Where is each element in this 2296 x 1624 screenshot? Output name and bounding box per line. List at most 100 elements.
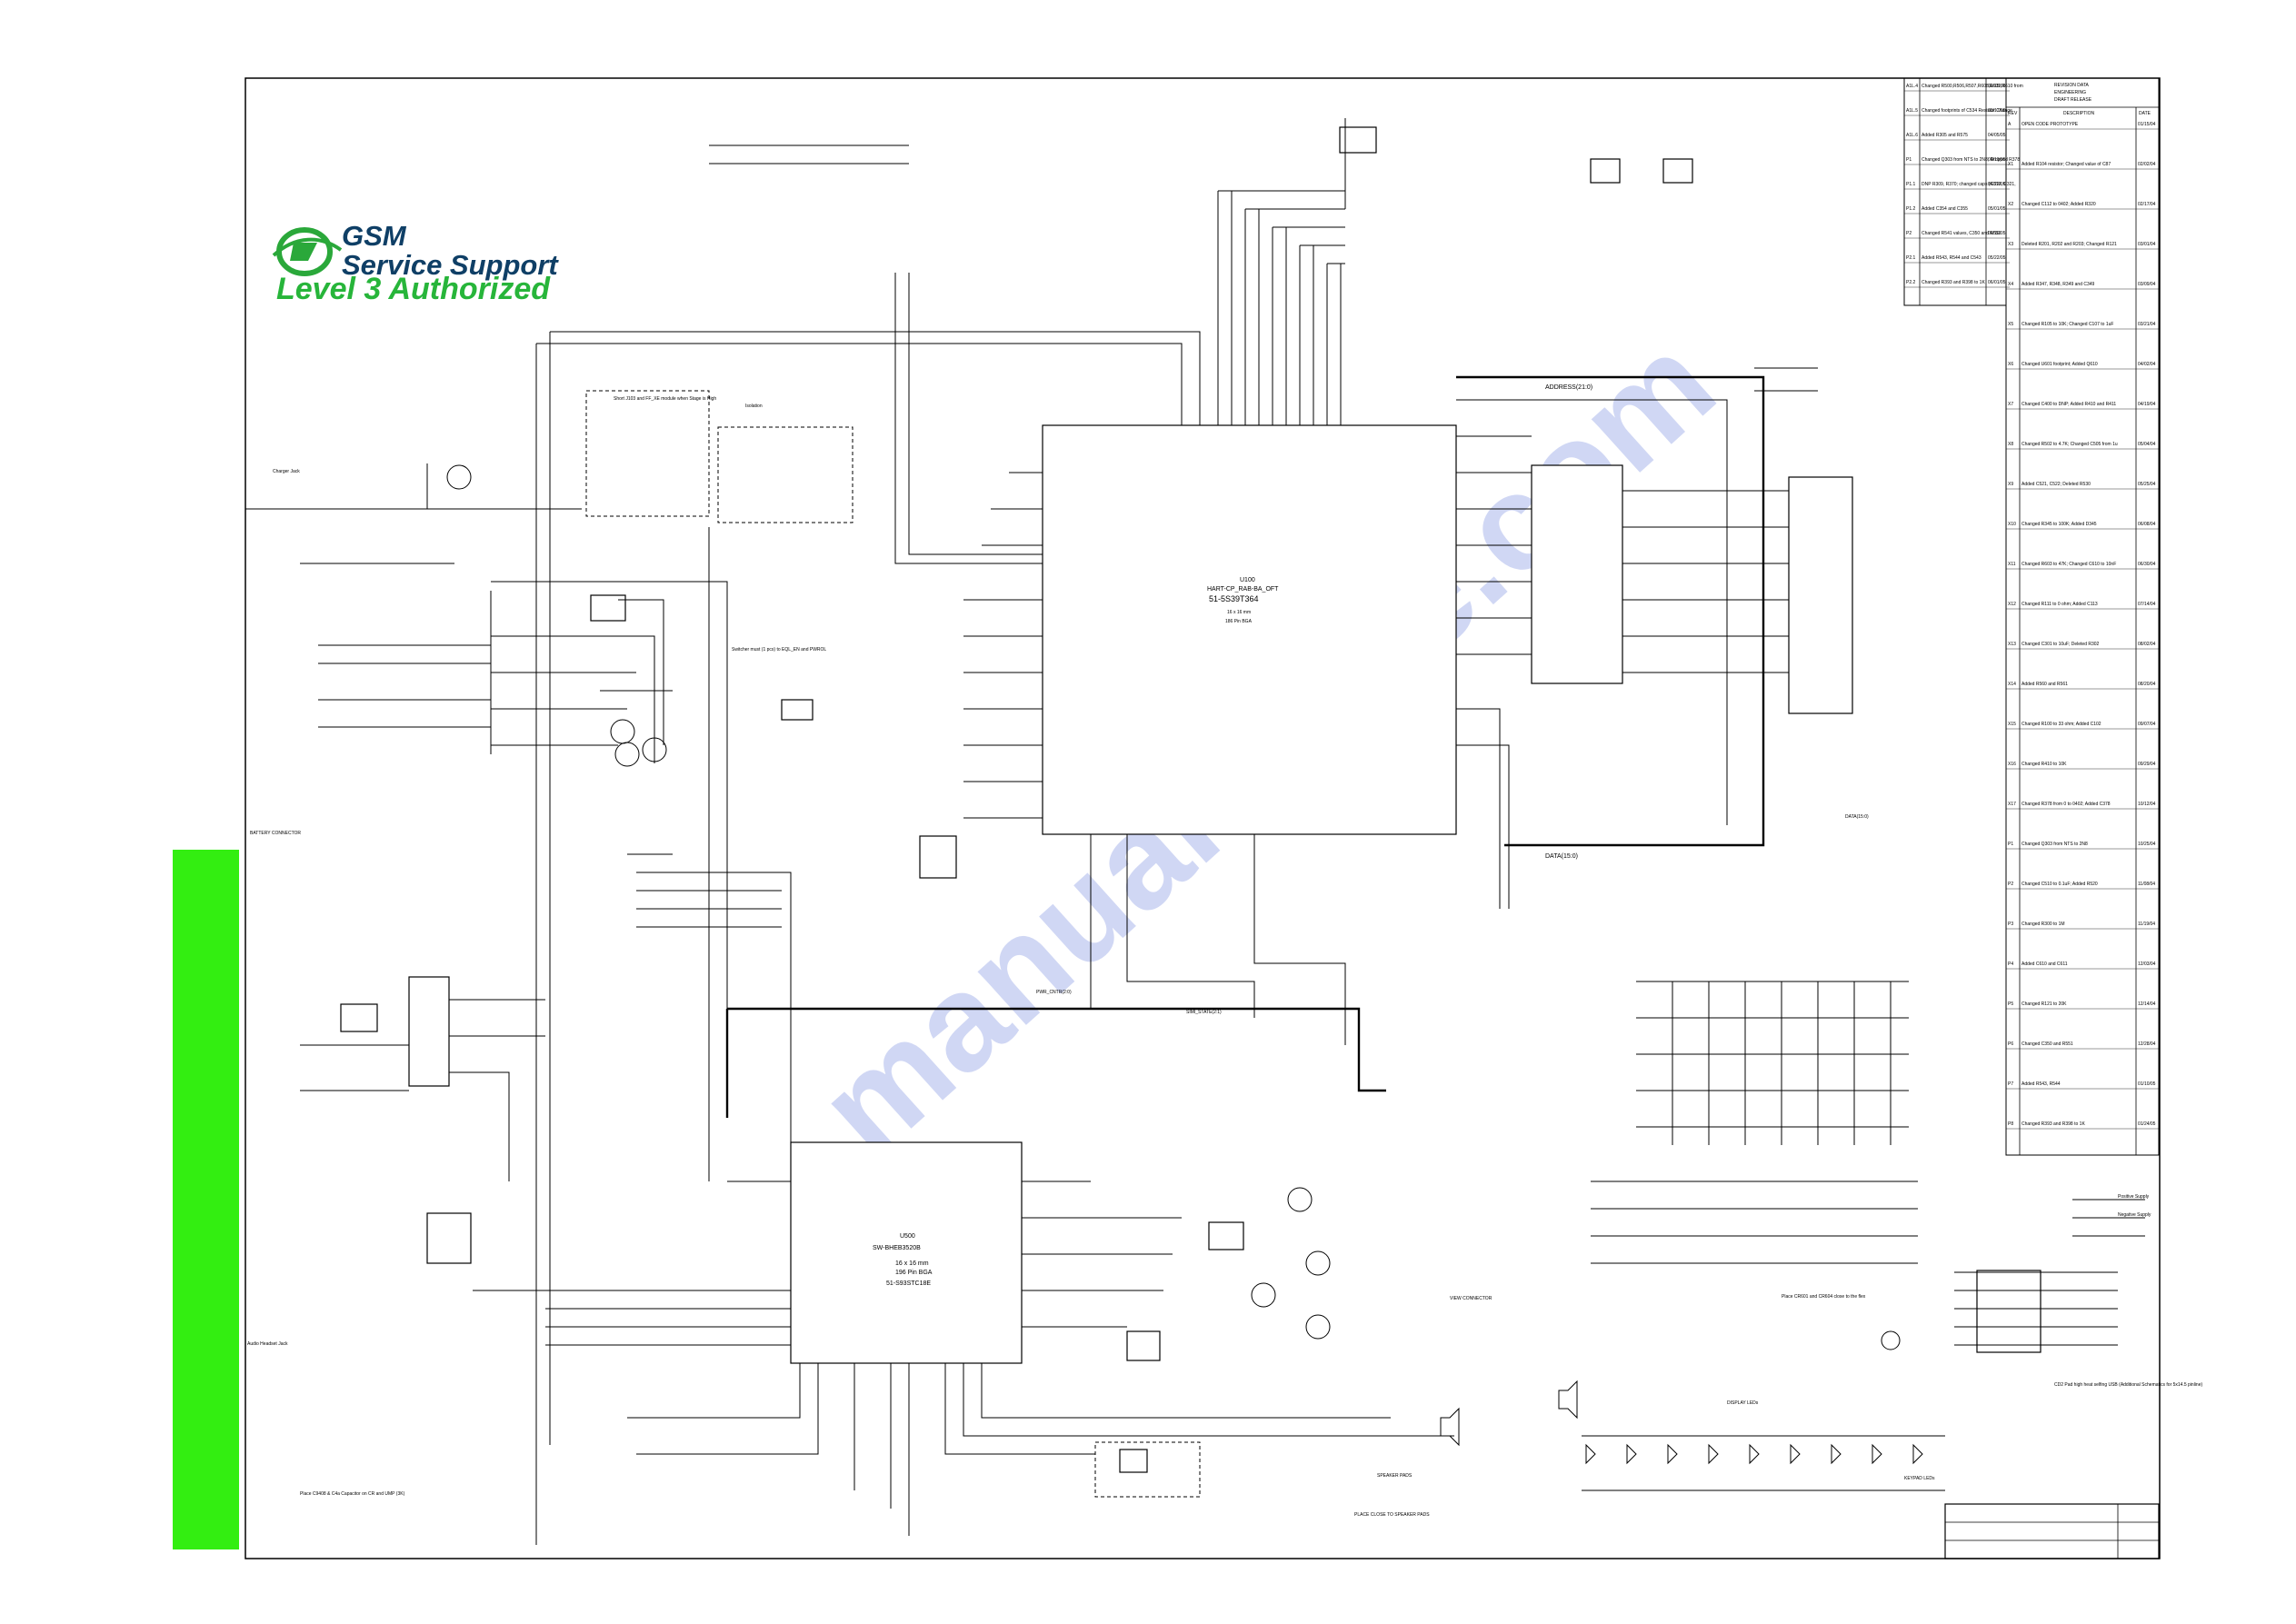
revision-description: Changed R100 to 33 ohm; Added C102: [2021, 722, 2101, 727]
revision-rev: P6: [2008, 1041, 2013, 1047]
ic-small-b: [781, 699, 814, 721]
revision-date: 06/30/04: [2138, 562, 2156, 567]
revision-description: Changed R541 values, C350 and R551: [1922, 231, 2002, 236]
revision-description: DNP R309, R370; changed caps (C310, C321…: [1922, 182, 2016, 187]
revision-rev: P2: [2008, 882, 2013, 887]
revision-rev: X16: [2008, 762, 2016, 767]
ic-u100: U100 HART-CP_RAB-BA_OFT 51-5S39T364 16 x…: [1042, 424, 1457, 835]
revision-description: Added R347, R348, R349 and C349: [2021, 282, 2095, 287]
display-leds: DISPLAY LEDs KEYPAD LEDs: [1585, 1400, 1935, 1481]
rev-title-3: DRAFT RELEASE: [2054, 97, 2092, 103]
revision-date: 04/19/04: [2138, 402, 2156, 407]
revision-description: Added R305 and R575: [1922, 133, 1968, 138]
ic-small-g: [1208, 1221, 1244, 1250]
u100-pins: 186 Pin BGA: [1225, 619, 1253, 624]
u100-pn: 51-5S39T364: [1209, 594, 1259, 603]
revision-rev: X7: [2008, 402, 2013, 407]
rev-col-date: DATE: [2139, 111, 2151, 116]
revision-date: 04/02/04: [2138, 362, 2156, 367]
address-bus: [1456, 375, 1765, 847]
revision-date: 08/20/04: [2138, 682, 2156, 687]
revision-description: Changed footprints of C534 Resistor Chan…: [1922, 108, 2012, 114]
u100-size: 16 x 16 mm: [1227, 610, 1251, 615]
ic-small-d: [408, 976, 450, 1087]
rev-title-2: ENGINEERING: [2054, 90, 2086, 95]
revision-description: Changed R393 and R398 to 1K: [2021, 1121, 2085, 1127]
revision-date: 02/02/04: [2138, 162, 2156, 167]
revision-description: Added C610 and C611: [2021, 961, 2068, 967]
globe-icon: [272, 227, 343, 276]
revision-date: 01/10/05: [2138, 1081, 2156, 1087]
revision-rev: P2: [1906, 231, 1912, 236]
revision-date: 05/10/05: [1988, 231, 2006, 236]
ic-small-i: [1590, 158, 1621, 184]
revision-rev: X15: [2008, 722, 2016, 727]
ic-memory-1: [1531, 464, 1623, 684]
revision-description: Changed R393 and R398 to 1K: [1922, 280, 1985, 285]
revision-date: 11/19/04: [2138, 922, 2155, 927]
revision-date: 01/24/05: [2138, 1121, 2156, 1127]
revision-description: Changed R378 from 0 to 0402; Added C378: [2021, 802, 2111, 807]
revision-description: Changed C350 and R551: [2021, 1041, 2073, 1047]
rev-col-desc: DESCRIPTION: [2063, 111, 2095, 116]
wiring: [245, 118, 2145, 1545]
u500-part: SW-BHEB3520B: [873, 1245, 921, 1251]
revision-date: 12/03/04: [2138, 961, 2156, 967]
revision-rev: X1: [2008, 162, 2013, 167]
label-display-leds: DISPLAY LEDs: [1727, 1400, 1759, 1406]
revision-date: 03/17/05: [1988, 108, 2006, 114]
revision-rev: X6: [2008, 362, 2013, 367]
rev-col-rev: REV: [2008, 111, 2018, 116]
revision-rev: P8: [2008, 1121, 2013, 1127]
revision-description: Added R543, R544 and C543: [1922, 255, 1982, 261]
revision-date: 01/15/04: [2138, 122, 2156, 127]
revision-date: 05/04/04: [2138, 442, 2156, 447]
ic-small-k: [1339, 126, 1377, 154]
revision-description: Changed Q303 from NTS to 2N8: [2021, 842, 2088, 847]
data-bus-1: [727, 1007, 1386, 1092]
revision-rev: X9: [2008, 482, 2013, 487]
bus-data-right: DATA(15:0): [1845, 814, 1869, 820]
revision-description: Changed C301 to 10uF; Deleted R302: [2021, 642, 2100, 647]
revision-description: Added C521, C522; Deleted R530: [2021, 482, 2091, 487]
bus-pwr2: SIMI_STATE(2:1): [1186, 1010, 1222, 1015]
ic-small-a: [590, 594, 626, 622]
revision-description: Changed U601 footprint; Added Q610: [2021, 362, 2098, 367]
u100-ref: U100: [1240, 577, 1255, 583]
revision-date: 03/01/04: [2138, 242, 2156, 247]
revision-date: 03/21/04: [2138, 322, 2156, 327]
revision-date: 08/02/04: [2138, 642, 2156, 647]
revision-description: Changed R300 to 1M: [2021, 922, 2065, 927]
note-short: Short J103 and FF_XE module when Stage i…: [614, 396, 716, 402]
ic-small-c: [919, 835, 957, 879]
revision-rev: P4: [2008, 961, 2013, 967]
bus-pwr1: PWR_CNTR(2:0): [1036, 990, 1072, 995]
revision-description: Added C354 and C355: [1922, 206, 1968, 212]
revision-date: 07/14/04: [2138, 602, 2156, 607]
ic-small-e: [340, 1003, 378, 1032]
revision-date: 11/08/04: [2138, 882, 2155, 887]
gsm-logo: GSM Service Support Level 3 Authorized: [272, 220, 559, 306]
revision-rev: P1.2: [1906, 206, 1916, 212]
speaker-icon: [1440, 1407, 1460, 1447]
revision-rev: X10: [2008, 522, 2016, 527]
revision-date: 12/28/04: [2138, 1041, 2156, 1047]
u100-part: HART-CP_RAB-BA_OFT: [1207, 586, 1279, 593]
revision-date: 06/08/04: [2138, 522, 2156, 527]
revision-description: Changed C510 to 0.1uF; Added R520: [2021, 882, 2098, 887]
speaker-icon-2: [1558, 1380, 1578, 1420]
revision-rev: P1: [2008, 842, 2013, 847]
revision-date: 12/14/04: [2138, 1001, 2156, 1007]
ic-small-j: [1662, 158, 1693, 184]
revision-date: 04/05/05: [1988, 133, 2006, 138]
revision-description: Added R560 and R561: [2021, 682, 2068, 687]
revision-date: 04/22/05: [1988, 182, 2006, 187]
revision-rev: X14: [2008, 682, 2016, 687]
label-negative-supply: Negative Supply: [2118, 1212, 2151, 1218]
label-keypad-leds: KEYPAD LEDs: [1904, 1476, 1935, 1481]
ic-small-f: [426, 1212, 472, 1264]
revision-rev: X5: [2008, 322, 2013, 327]
label-place-close: PLACE CLOSE TO SPEAKER PADS: [1354, 1512, 1430, 1518]
label-audio-jack: Audio Headset Jack: [247, 1341, 288, 1347]
